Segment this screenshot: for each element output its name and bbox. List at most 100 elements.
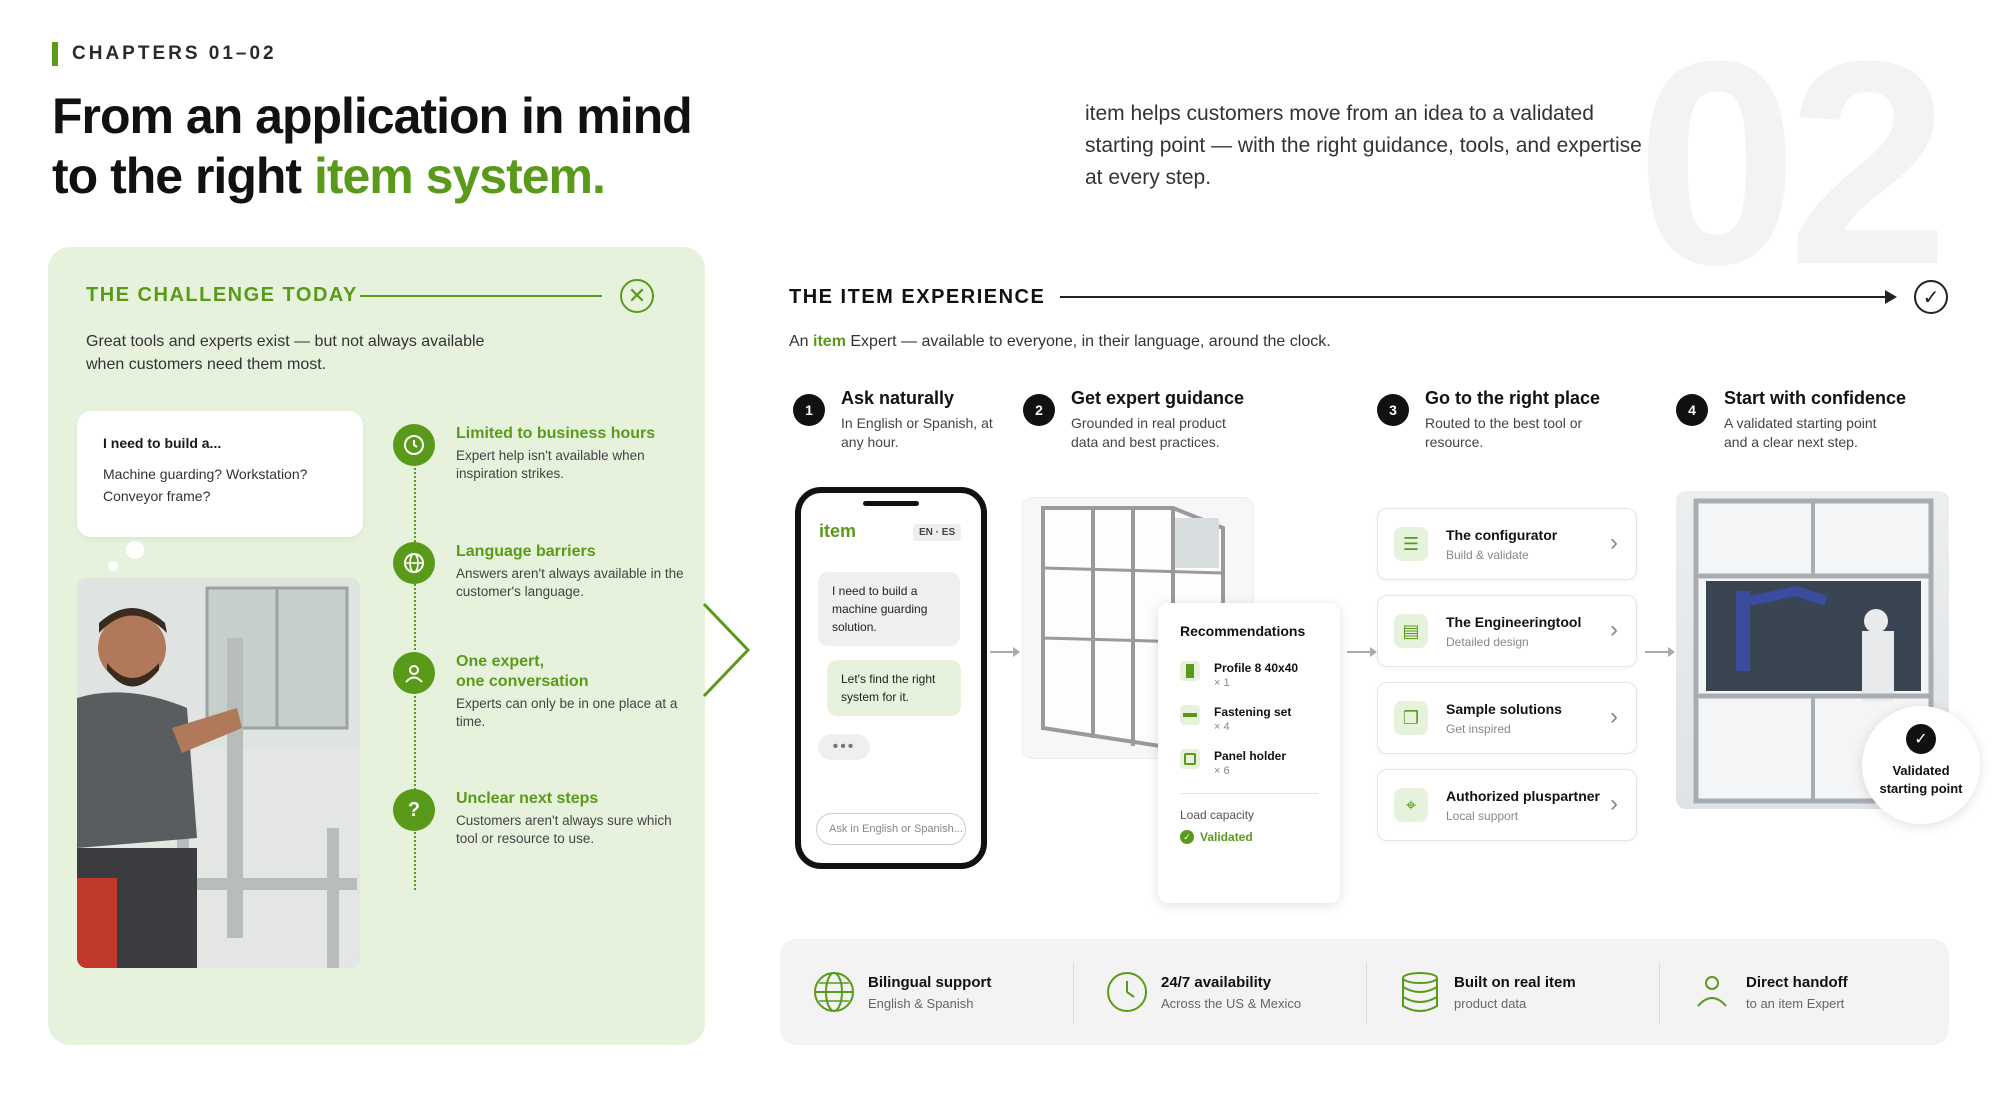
challenge-item-text: Customers aren't always sure which tool … [456,813,672,846]
language-toggle[interactable]: EN · ES [913,524,962,541]
tool-pluspartner[interactable]: ⌖ Authorized pluspartner Local support › [1377,769,1637,841]
features-bar [780,939,1949,1045]
title-line-1: From an application in mind [52,88,693,144]
tool-sub: Build & validate [1446,548,1529,562]
feature-divider [1366,962,1367,1024]
chevron-right-icon [702,602,751,698]
clock-icon [393,424,435,466]
title-accent: item system. [313,148,606,204]
check-icon: ✓ [1180,830,1194,844]
feature-divider [1659,962,1660,1024]
step-text: Routed to the best tool or resource. [1425,415,1583,450]
bubble-text: Machine guarding? Workstation? Conveyor … [103,466,308,504]
recommendation-item[interactable]: Panel holder× 6 [1180,749,1318,777]
tool-sub: Detailed design [1446,635,1529,649]
bot-message: Let's find the right system for it. [827,660,961,716]
badge-text: Validated starting point [1879,763,1963,796]
step-title: Get expert guidance [1071,388,1245,408]
chat-input[interactable]: Ask in English or Spanish... [816,813,966,845]
feature-divider [1073,962,1074,1024]
title-line-2-prefix: to the right [52,148,314,204]
challenge-heading: THE CHALLENGE TODAY [86,284,358,306]
tool-sub: Get inspired [1446,722,1511,736]
panel-holder-icon [1180,749,1200,769]
flow-arrow-2 [1347,647,1377,657]
typing-indicator: ••• [818,734,870,760]
recommendation-qty: × 6 [1214,765,1230,777]
feature-title: 24/7 availability [1161,974,1272,991]
user-message: I need to build a machine guarding solut… [818,572,960,646]
recommendation-item[interactable]: Fastening set × 4 [1180,705,1318,733]
feature-product-data: Built on real item product data [1398,968,1668,1018]
list-icon: ☰ [1394,527,1428,561]
tool-configurator[interactable]: ☰ The configurator Build & validate › [1377,508,1637,580]
recommendation-qty: × 4 [1214,721,1230,733]
experience-desc-accent: item [813,333,846,350]
challenge-item-text: Expert help isn't available when inspira… [456,448,645,481]
tool-sample-solutions[interactable]: ❐ Sample solutions Get inspired › [1377,682,1637,754]
feature-sub: product data [1454,996,1527,1011]
validated-label: Validated [1200,830,1253,844]
step-text: In English or Spanish, at any hour. [841,415,993,450]
step-title: Go to the right place [1425,388,1601,408]
feature-title: Built on real item [1454,974,1576,991]
chapter-bar [52,42,58,66]
feature-title: Bilingual support [868,974,992,991]
workshop-photo [77,578,360,968]
chevron-right-icon: › [1610,790,1618,817]
step-number: 4 [1676,394,1708,426]
thought-dot-large [126,541,144,559]
chevron-right-icon: › [1610,529,1618,556]
document-icon: ▤ [1394,614,1428,648]
title-line-2: to the right item system. [52,146,692,206]
chevron-right-icon: › [1610,703,1618,730]
recommendation-name: Fastening set [1214,705,1292,719]
challenge-description: Great tools and experts exist — but not … [86,333,485,373]
tool-engineeringtool[interactable]: ▤ The Engineeringtool Detailed design › [1377,595,1637,667]
challenge-item-title: One expert, [456,653,545,670]
fastening-set-icon [1180,705,1200,725]
check-circle-icon: ✓ [1914,280,1948,314]
close-circle-icon: ✕ [620,279,654,313]
challenge-item-title: Limited to business hours [456,425,656,442]
phone-logo: item [819,521,857,541]
step-number: 3 [1377,394,1409,426]
location-pin-icon: ⌖ [1394,788,1428,822]
person-icon [393,652,435,694]
tool-sub: Local support [1446,809,1519,823]
chevron-right-icon: › [1610,616,1618,643]
tool-name: The configurator [1446,527,1558,543]
feature-availability: 24/7 availability Across the US & Mexico [1105,968,1375,1018]
step-title: Start with confidence [1724,388,1907,408]
tool-name: Sample solutions [1446,701,1562,717]
experience-description: An item Expert — available to everyone, … [789,333,1331,351]
step-title: Ask naturally [841,388,955,408]
experience-heading: THE ITEM EXPERIENCE [789,286,1046,308]
divider [1180,793,1318,794]
flow-arrow-3 [1645,647,1675,657]
challenge-item-text: Experts can only be in one place at a ti… [456,696,678,729]
experience-desc-suffix: Expert — available to everyone, in their… [845,333,1331,350]
experience-desc-prefix: An [789,333,814,350]
recommendation-item[interactable]: Profile 8 40x40× 1 [1180,661,1318,689]
flow-arrow-1 [990,647,1020,657]
challenge-item-text: Answers aren't always available in the c… [456,566,684,599]
validated-badge: ✓ Validated starting point [1862,706,1980,824]
step-number: 1 [793,394,825,426]
globe-icon [393,542,435,584]
feature-sub: to an item Expert [1746,996,1845,1011]
challenge-item-title: Language barriers [456,543,596,560]
feature-sub: Across the US & Mexico [1161,996,1302,1011]
step-text: A validated starting point and a clear n… [1724,415,1877,450]
robot-cell-photo [1676,491,1949,809]
page-title: From an application in mind to the right… [52,86,693,206]
recommendations-card: Recommendations Profile 8 40x40× 1 Faste… [1158,603,1340,903]
workshop-illustration [77,578,360,968]
feature-title: Direct handoff [1746,974,1848,991]
chapter-text: CHAPTERS 01–02 [72,43,277,64]
person-icon [1697,976,1727,1007]
globe-icon [814,972,854,1012]
load-capacity-label: Load capacity [1180,808,1255,822]
recommendation-name: Profile 8 40x40 [1214,661,1299,675]
feature-handoff: Direct handoff to an item Expert [1690,968,1960,1018]
